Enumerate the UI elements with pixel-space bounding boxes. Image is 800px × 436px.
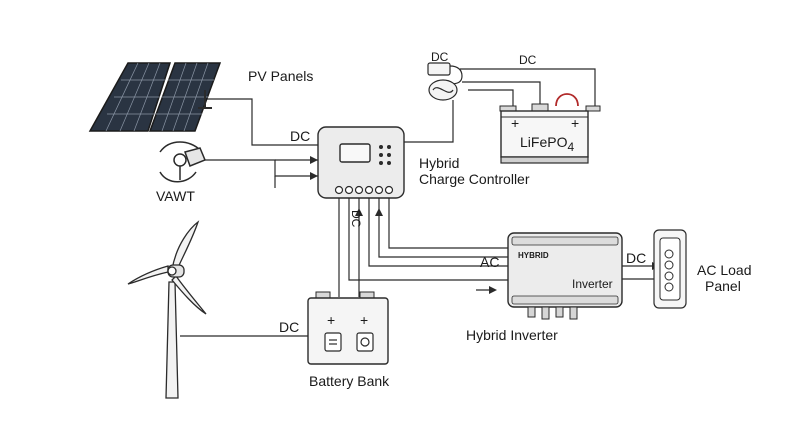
pv-panels xyxy=(88,62,222,132)
label-lifepo4: LiFePO4 xyxy=(520,134,574,154)
wire-dc-top-1 xyxy=(460,68,596,108)
arrow-up-1 xyxy=(355,208,363,216)
label-pv-panels: PV Panels xyxy=(248,68,313,84)
label-ac-load-line2: Panel xyxy=(705,278,741,294)
hybrid-inverter xyxy=(507,232,623,320)
inverter-hybrid-tag: HYBRID xyxy=(518,251,549,260)
wire-controller-to-inverter-2 xyxy=(378,198,508,258)
lifepo4-plus: + xyxy=(511,115,519,131)
wind-turbine xyxy=(127,220,207,399)
arrow-vawt-1 xyxy=(310,156,318,164)
lifepo4-plus-2: + xyxy=(571,115,579,131)
label-controller-line1: Hybrid xyxy=(419,155,459,171)
wire-dc-top-3 xyxy=(468,89,514,106)
dc-meter xyxy=(427,62,463,101)
lifepo4-battery xyxy=(499,93,601,164)
wire-label-ac: AC xyxy=(480,254,499,270)
wire-label-dc-vertical: DC xyxy=(349,210,363,228)
wire-controller-to-inverter-low xyxy=(348,198,508,281)
inverter-body xyxy=(507,232,623,308)
wire-label-dc-top-left: DC xyxy=(431,50,449,64)
controller-terminals xyxy=(334,185,394,195)
wire-label-dc-pv: DC xyxy=(290,128,310,144)
wire-pv-to-controller xyxy=(205,98,318,146)
wire-label-dc-panel: DC xyxy=(626,250,646,266)
label-controller-line2: Charge Controller xyxy=(419,171,530,187)
charge-controller xyxy=(317,126,405,199)
battery-bank-plus-1: + xyxy=(327,312,335,328)
controller-display xyxy=(339,143,371,163)
label-vawt: VAWT xyxy=(156,188,195,204)
label-battery-bank: Battery Bank xyxy=(309,373,390,389)
inverter-tag: Inverter xyxy=(572,277,613,291)
controller-buttons xyxy=(379,145,391,165)
wire-ac-to-inverter xyxy=(368,198,508,267)
vawt-icon xyxy=(159,141,206,183)
arrow-up-2 xyxy=(375,208,383,216)
battery-bank-plus-2: + xyxy=(360,312,368,328)
battery-bank xyxy=(307,291,389,365)
wire-vawt-to-controller-1 xyxy=(205,159,318,177)
wire-controller-to-meter xyxy=(403,100,454,143)
arrow-vawt-2 xyxy=(310,172,318,180)
ac-load-panel xyxy=(653,229,687,309)
wire-dc-top-2 xyxy=(462,81,541,106)
label-hybrid-inverter: Hybrid Inverter xyxy=(466,327,558,343)
wire-label-dc-turbine: DC xyxy=(279,319,299,335)
battery-jumper-cable xyxy=(555,93,579,107)
wire-controller-to-inverter-3 xyxy=(388,198,508,249)
label-ac-load-line1: AC Load xyxy=(697,262,751,278)
wire-label-dc-top-right: DC xyxy=(519,53,537,67)
